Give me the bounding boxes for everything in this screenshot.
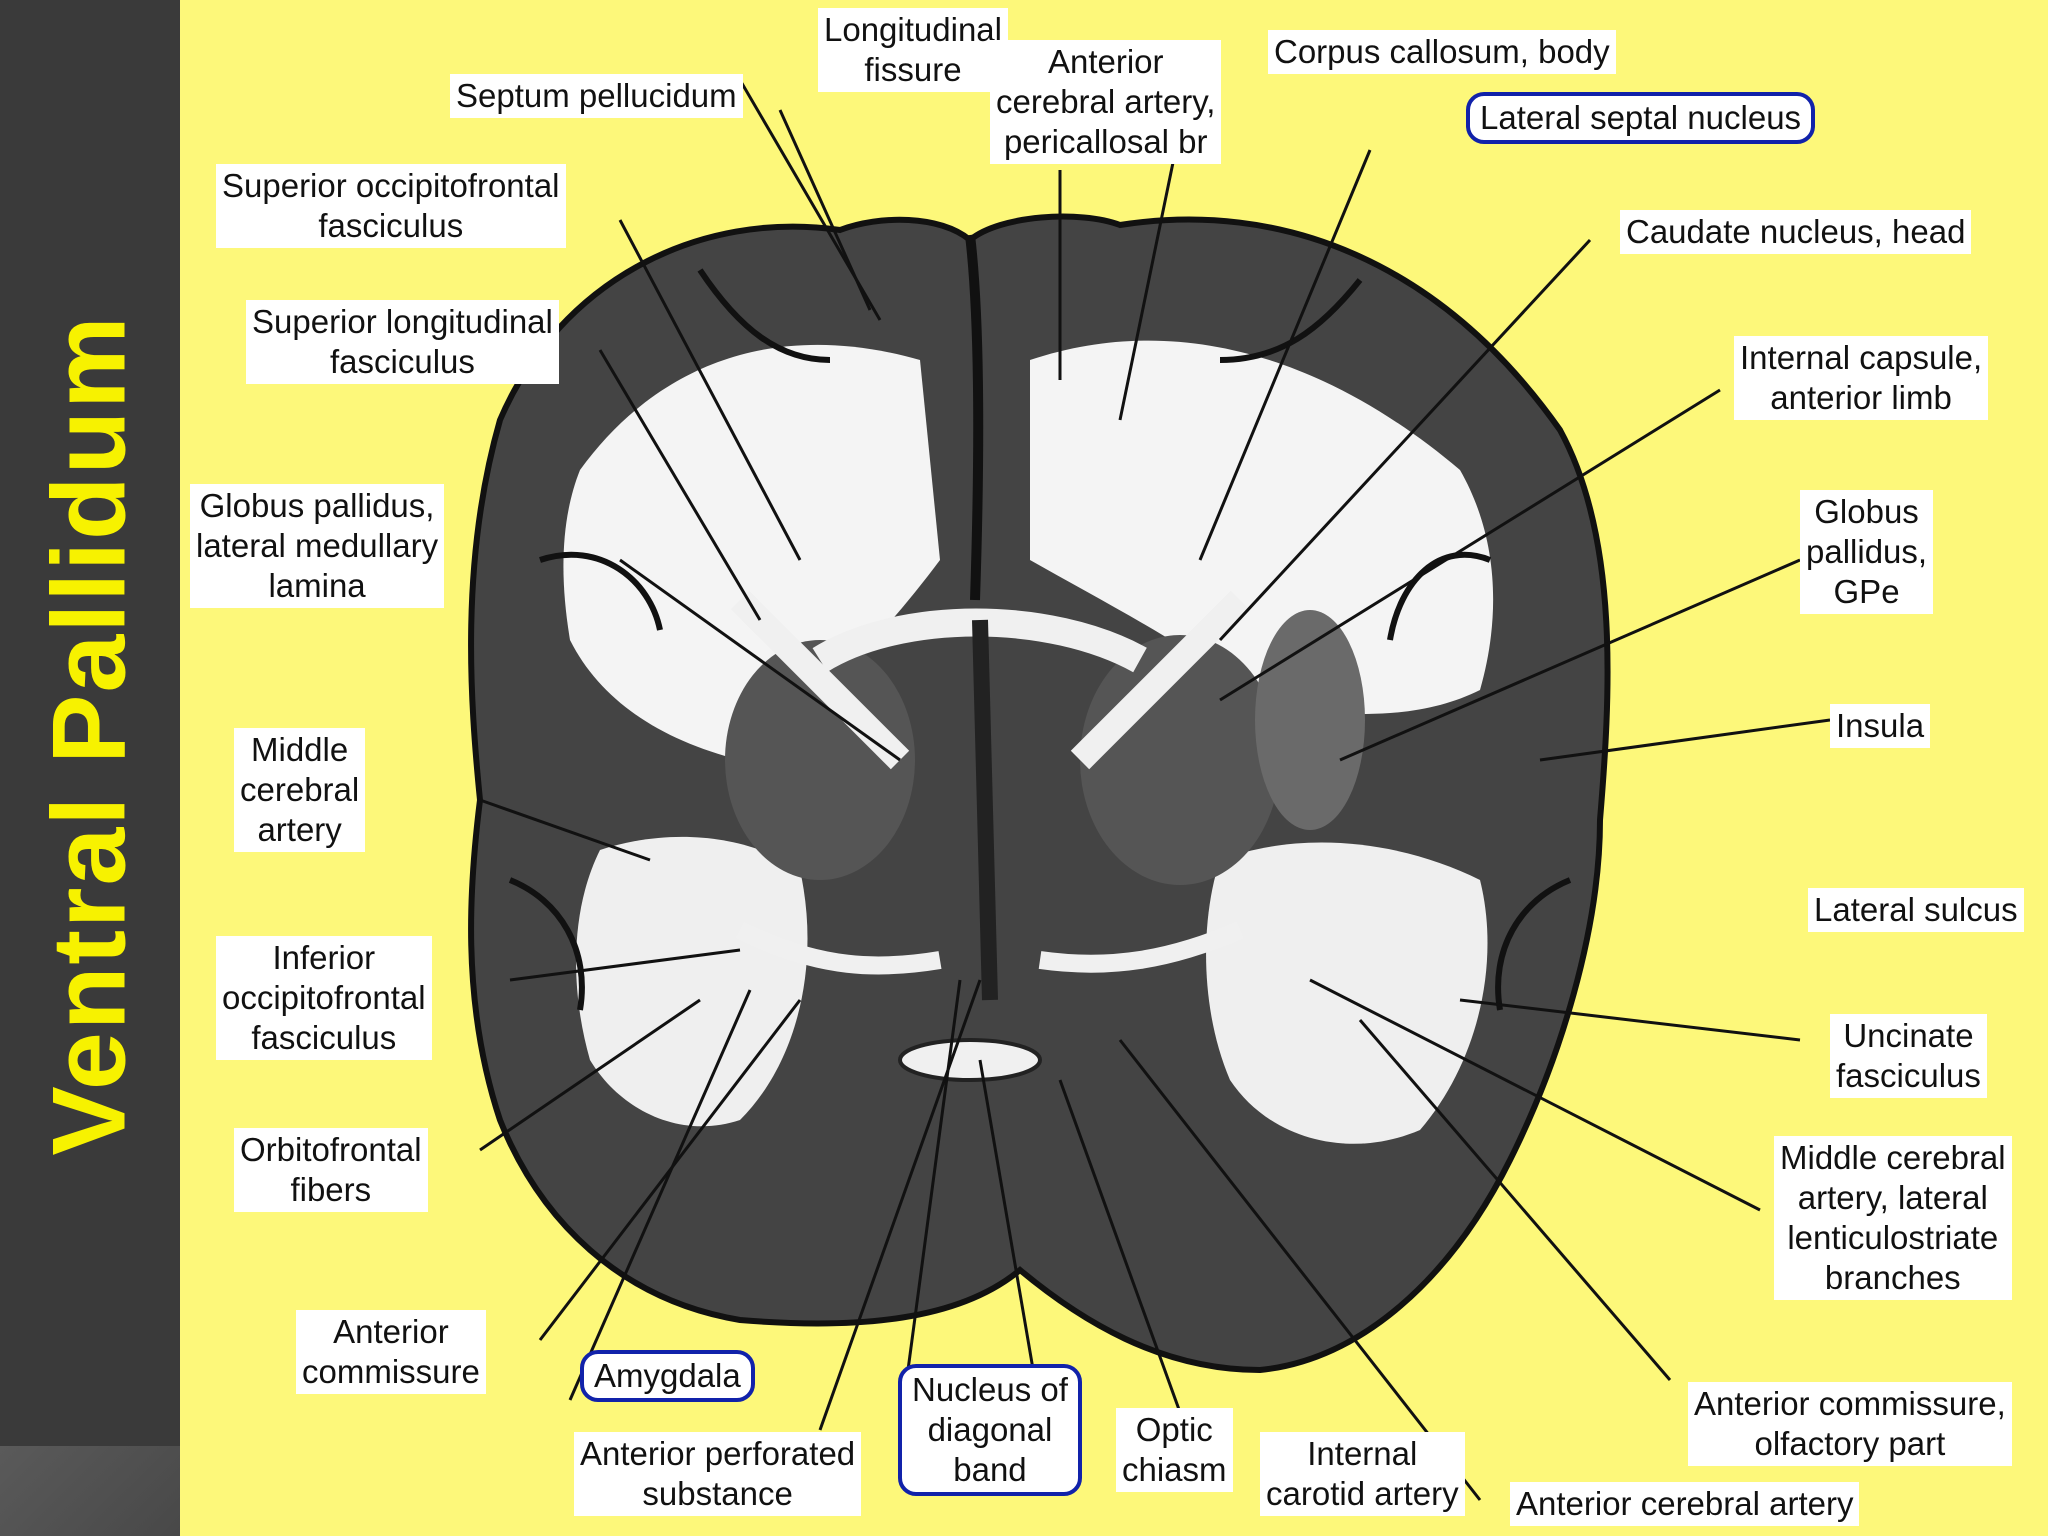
label-anterior-commissure: Anterior commissure (296, 1310, 486, 1394)
cortical-fold (508, 877, 585, 1011)
anterior-commissure-shape (735, 921, 942, 975)
label-superior-occipitofrontal-fasciculus: Superior occipitofrontal fasciculus (216, 164, 566, 248)
cortical-fold (539, 551, 663, 631)
label-lateral-septal-nucleus: Lateral septal nucleus (1466, 92, 1816, 144)
leader-line (619, 558, 901, 762)
label-anterior-perforated-substance: Anterior perforated substance (574, 1432, 862, 1516)
septum-midline (972, 619, 998, 1001)
optic-chiasm-shape (898, 1038, 1042, 1082)
label-globus-pallidus-lateral-medullary-lamina: Globus pallidus, lateral medullary lamin… (190, 484, 445, 608)
label-lateral-sulcus: Lateral sulcus (1808, 888, 2024, 932)
leader-line (1358, 1019, 1672, 1381)
label-optic-chiasm: Optic chiasm (1116, 1408, 1233, 1492)
label-caudate-nucleus-head: Caudate nucleus, head (1620, 210, 1972, 254)
label-anterior-cerebral-artery: Anterior cerebral artery (1510, 1482, 1860, 1526)
sidebar-panel (0, 0, 180, 1536)
leader-line (1218, 238, 1592, 642)
sidebar-corner-accent (0, 1446, 180, 1536)
label-nucleus-of-diagonal-band: Nucleus of diagonal band (898, 1364, 1082, 1496)
leader-line (618, 219, 802, 561)
leader-line (1459, 998, 1801, 1042)
cortical-fold (1387, 551, 1492, 641)
label-septum-pellucidum: Septum pellucidum (450, 74, 743, 118)
internal-capsule-left (730, 590, 910, 770)
label-anterior-commissure-olfactory-part: Anterior commissure, olfactory part (1688, 1382, 2012, 1466)
leader-line (509, 948, 741, 982)
label-middle-cerebral-artery-lateral-lenticulostriate: Middle cerebral artery, lateral lenticul… (1774, 1136, 2012, 1300)
leader-line (978, 1059, 1042, 1411)
leader-line (1198, 149, 1372, 561)
leader-line (898, 979, 962, 1431)
globus-pallidus-right (1255, 610, 1365, 830)
slide-title: Ventral Pallidum (31, 314, 148, 1156)
brain-section-illustration (468, 79, 1831, 1501)
white-matter-right (1030, 340, 1494, 714)
leader-lines (479, 79, 1831, 1501)
leader-line (1339, 558, 1801, 762)
label-orbitofrontal-fibers: Orbitofrontal fibers (234, 1128, 428, 1212)
brain-coronal-section-figure: Longitudinal fissure Septum pellucidum A… (180, 0, 2048, 1536)
leader-line (598, 349, 762, 621)
leader-line (479, 998, 701, 1152)
white-matter-lower-right (1206, 842, 1488, 1144)
label-anterior-cerebral-artery-pericallosal: Anterior cerebral artery, pericallosal b… (990, 40, 1222, 164)
label-amygdala: Amygdala (580, 1350, 755, 1402)
label-uncinate-fasciculus: Uncinate fasciculus (1830, 1014, 1987, 1098)
leader-line (1219, 388, 1721, 702)
leader-line (1539, 718, 1831, 762)
anterior-commissure-shape (1038, 921, 1244, 973)
title-container: Ventral Pallidum (0, 0, 180, 1536)
leader-line (1118, 1039, 1482, 1501)
leader-line (479, 798, 651, 862)
cortical-fold (1219, 278, 1363, 363)
label-inferior-occipitofrontal-fasciculus: Inferior occipitofrontal fasciculus (216, 936, 432, 1060)
white-matter-lower-left (576, 836, 808, 1127)
internal-capsule-right (1070, 590, 1250, 770)
longitudinal-fissure-line (965, 234, 984, 601)
cortical-fold (1495, 877, 1572, 1011)
label-internal-carotid-artery: Internal carotid artery (1260, 1432, 1465, 1516)
leader-line (568, 989, 752, 1401)
leader-line (1309, 978, 1761, 1212)
label-corpus-callosum-body: Corpus callosum, body (1268, 30, 1616, 74)
label-insula: Insula (1830, 704, 1931, 748)
label-longitudinal-fissure: Longitudinal fissure (818, 8, 1008, 92)
leader-line (778, 109, 872, 311)
cortical-fold (697, 268, 831, 363)
label-middle-cerebral-artery: Middle cerebral artery (234, 728, 366, 852)
leader-line (818, 979, 982, 1431)
label-globus-pallidus-gpe: Globus pallidus, GPe (1800, 490, 1934, 614)
leader-line (1058, 1079, 1192, 1441)
caudate-putamen-left (725, 640, 915, 880)
label-internal-capsule-anterior-limb: Internal capsule, anterior limb (1734, 336, 1989, 420)
label-superior-longitudinal-fasciculus: Superior longitudinal fasciculus (246, 300, 559, 384)
